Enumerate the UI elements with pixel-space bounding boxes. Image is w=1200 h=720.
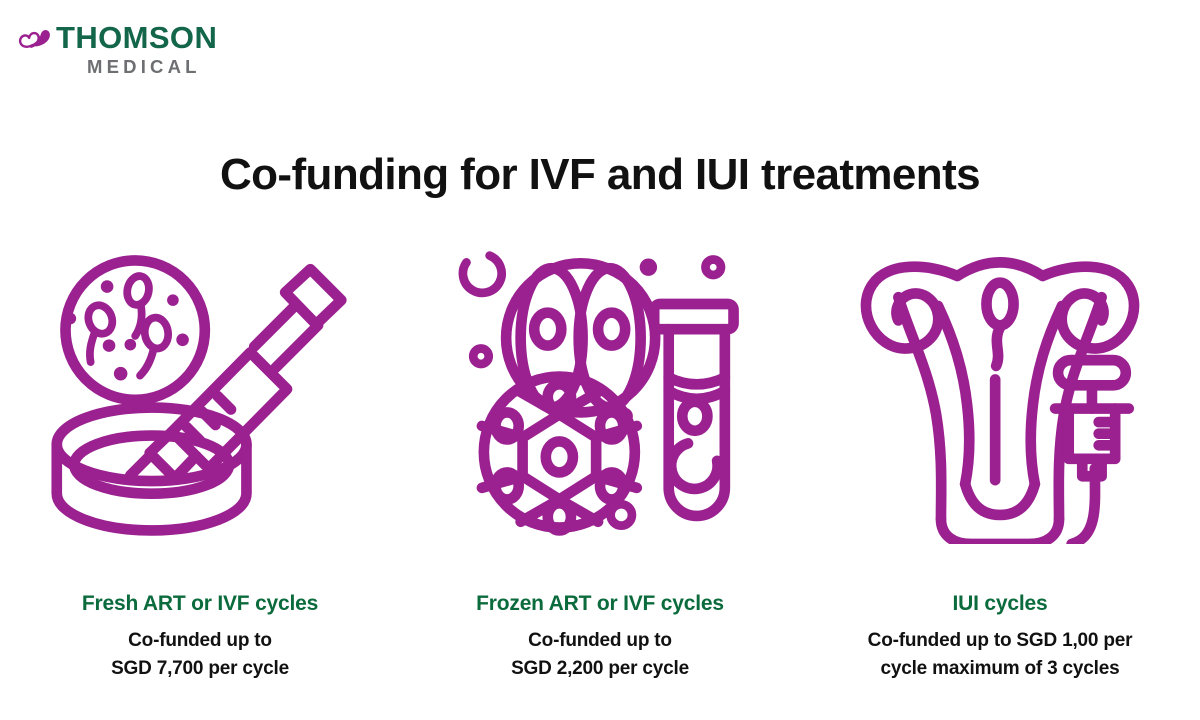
brand-logo[interactable]: THOMSON MEDICAL	[18, 22, 217, 77]
column-body: Co-funded up to SGD 2,200 per cycle	[511, 630, 689, 679]
thomson-butterfly-heart-icon	[18, 24, 52, 64]
column-heading: IUI cycles	[952, 592, 1048, 615]
column-heading: Fresh ART or IVF cycles	[81, 592, 319, 615]
column-heading: Frozen ART or IVF cycles	[476, 592, 724, 615]
column-frozen-art-ivf: Frozen ART or IVF cycles Co-funded up to…	[400, 244, 800, 682]
cofunding-columns: Fresh ART or IVF cycles Co-funded up to …	[0, 244, 1200, 682]
column-iui: IUI cycles Co-funded up to SGD 1,00 per …	[800, 244, 1200, 682]
brand-name-primary: THOMSON	[56, 20, 218, 55]
column-fresh-art-ivf: Fresh ART or IVF cycles Co-funded up to …	[0, 244, 400, 682]
uterus-syringe-insemination-icon	[845, 244, 1155, 544]
column-body: Co-funded up to SGD 7,700 per cycle	[111, 630, 289, 679]
brand-name-secondary: MEDICAL	[87, 56, 201, 77]
embryo-cells-test-tube-icon	[445, 244, 755, 544]
petri-dish-sperm-syringe-icon	[45, 244, 355, 544]
page-title: Co-funding for IVF and IUI treatments	[219, 150, 981, 200]
column-body: Co-funded up to SGD 1,00 per cycle maxim…	[867, 630, 1133, 679]
